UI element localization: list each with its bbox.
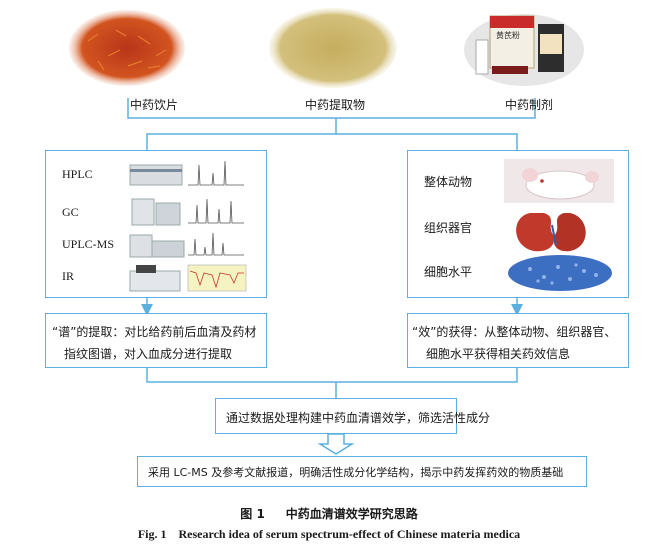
hplc-instrument xyxy=(129,164,183,186)
structure-identification-text: 采用 LC-MS 及参考文献报道，明确活性成分化学结构，揭示中药发挥药效的物质基… xyxy=(148,466,564,479)
cell-image xyxy=(508,255,612,291)
herbal-preparation-bottles-image: 黄芪粉 xyxy=(462,6,586,88)
kidney-image xyxy=(516,213,586,252)
spectrum-extraction-box: “谱”的提取：对比给药前后血清及药材 指纹图谱，对入血成分进行提取 xyxy=(45,313,267,368)
technique-ir: IR xyxy=(62,269,74,283)
analysis-techniques-panel: HPLC GC UPLC-MS IR xyxy=(45,150,267,298)
hplc-chromatogram xyxy=(188,160,244,186)
technique-gc: GC xyxy=(62,205,79,219)
bottle-label-text: 黄芪粉 xyxy=(496,31,520,40)
technique-hplc: HPLC xyxy=(62,167,93,181)
ir-instrument xyxy=(129,265,181,292)
label-herbal-preparation: 中药制剂 xyxy=(505,98,554,112)
figure-caption-cn: 图 1 中药血清谱效学研究思路 xyxy=(240,507,418,521)
spectrum-line-1: “谱”的提取：对比给药前后血清及药材 xyxy=(52,325,257,339)
gc-chromatogram xyxy=(188,198,244,224)
uplc-ms-instrument xyxy=(129,234,185,258)
pharmacodynamic-levels-panel: 整体动物 组织器官 细胞水平 xyxy=(407,150,629,298)
level-cell: 细胞水平 xyxy=(424,265,473,279)
data-processing-text: 通过数据处理构建中药血清谱效学，筛选活性成分 xyxy=(226,411,491,425)
rat-image xyxy=(504,159,614,203)
data-processing-box: 通过数据处理构建中药血清谱效学，筛选活性成分 xyxy=(215,398,490,434)
technique-uplc-ms: UPLC-MS xyxy=(62,237,115,251)
herbal-extract-powder-image xyxy=(268,4,398,88)
spectrum-line-2: 指纹图谱，对入血成分进行提取 xyxy=(64,347,233,361)
level-whole-animal: 整体动物 xyxy=(424,175,473,189)
block-arrow xyxy=(317,433,355,455)
merge-lines xyxy=(146,368,518,383)
safflower-slices-image xyxy=(68,6,186,86)
label-herbal-extract: 中药提取物 xyxy=(305,98,366,112)
top-bracket xyxy=(127,98,536,119)
instrument-images xyxy=(129,160,247,292)
figure-caption-en: Fig. 1 Research idea of serum spectrum-e… xyxy=(137,527,521,541)
level-tissue-organ: 组织器官 xyxy=(424,221,473,235)
effect-acquisition-box: “效”的获得：从整体动物、组织器官、 细胞水平获得相关药效信息 xyxy=(407,313,629,368)
effect-line-1: “效”的获得：从整体动物、组织器官、 xyxy=(412,325,617,339)
gc-instrument xyxy=(131,198,181,226)
effect-line-2: 细胞水平获得相关药效信息 xyxy=(426,347,571,361)
ir-spectrum xyxy=(187,264,247,292)
bracket-stem xyxy=(146,118,337,150)
bracket-stem-right xyxy=(336,133,518,150)
structure-identification-box: 采用 LC-MS 及参考文献报道，明确活性成分化学结构，揭示中药发挥药效的物质基… xyxy=(137,456,587,487)
uplc-ms-spectrum xyxy=(188,232,244,256)
label-herbal-slices: 中药饮片 xyxy=(130,98,179,112)
level-images xyxy=(504,159,614,291)
